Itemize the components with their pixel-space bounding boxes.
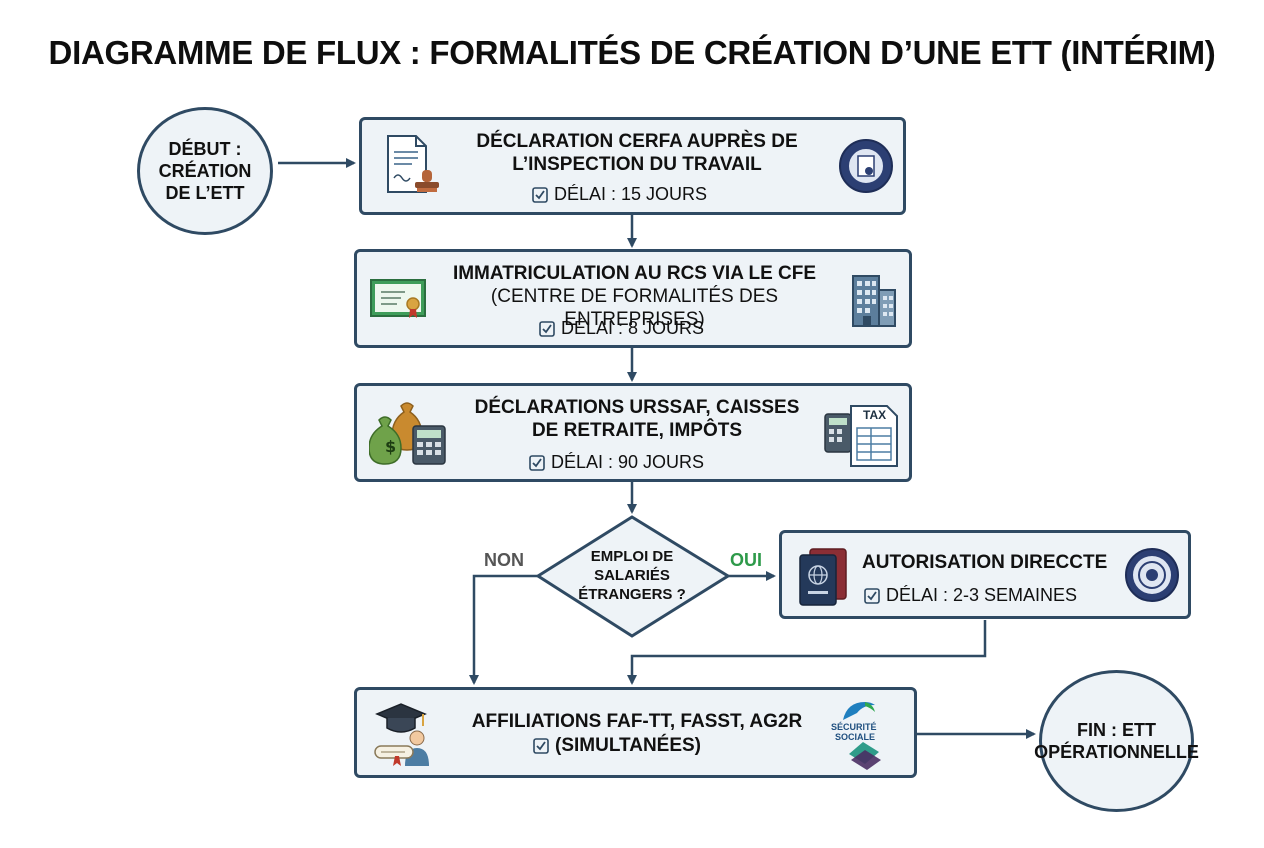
securite-sociale-logo: SÉCURITÉ SOCIALE — [831, 698, 897, 774]
step2-delay: DÉLAI : 8 JOURS — [539, 318, 704, 339]
decision-diamond — [535, 515, 731, 638]
certificate-icon — [370, 279, 426, 318]
checkbox-icon — [532, 186, 548, 203]
svg-text:$: $ — [385, 437, 396, 456]
end-node: FIN : ETT OPÉRATIONNELLE — [1034, 670, 1199, 812]
step5-subtitle: (SIMULTANÉES) — [533, 735, 701, 757]
step-direccte-authorization: AUTORISATION DIRECCTE DÉLAI : 2-3 SEMAIN… — [779, 530, 1191, 619]
step1-title: DÉCLARATION CERFA AUPRÈS DE L’INSPECTION… — [442, 130, 832, 176]
graduate-diploma-icon — [374, 703, 429, 766]
checkbox-icon — [533, 738, 549, 754]
step2-delay-text: DÉLAI : 8 JOURS — [561, 318, 705, 338]
step2-line1: IMMATRICULATION AU RCS VIA LE CFE — [452, 263, 817, 284]
step-rcs-registration: IMMATRICULATION AU RCS VIA LE CFE (CENTR… — [354, 249, 912, 348]
start-node: DÉBUT : CRÉATION DE L’ETT — [137, 107, 273, 235]
arrow-step4-to-step5 — [627, 620, 987, 685]
checkbox-icon — [529, 454, 545, 471]
logo-text-sociale: SOCIALE — [835, 732, 876, 742]
tax-label: TAX — [863, 408, 887, 422]
tax-form-icon — [824, 405, 898, 467]
decision-line3: ÉTRANGERS ? — [578, 586, 686, 603]
step3-title: DÉCLARATIONS URSSAF, CAISSES DE RETRAITE… — [457, 396, 817, 442]
step2-line2: (CENTRE DE FORMALITÉS DES ENTREPRISES) — [490, 286, 779, 330]
start-line1: DÉBUT : — [168, 139, 242, 159]
start-line3: DE L’ETT — [165, 183, 245, 203]
building-icon — [852, 275, 896, 327]
step1-delay-text: DÉLAI : 15 JOURS — [554, 184, 708, 204]
passport-icon — [799, 548, 847, 606]
start-line2: CRÉATION — [158, 161, 252, 181]
official-seal-icon — [1125, 548, 1179, 602]
step-urssaf-declarations: $ DÉCLARATIONS URSSAF, CAISSES DE RETRAI… — [354, 383, 912, 482]
step3-delay-text: DÉLAI : 90 JOURS — [551, 452, 705, 472]
step2-title: IMMATRICULATION AU RCS VIA LE CFE (CENTR… — [427, 262, 842, 331]
step-cerfa-declaration: DÉCLARATION CERFA AUPRÈS DE L’INSPECTION… — [359, 117, 906, 215]
step5-title: AFFILIATIONS FAF-TT, FASST, AG2R — [447, 710, 827, 733]
step1-delay: DÉLAI : 15 JOURS — [532, 184, 707, 205]
branch-label-yes: OUI — [730, 550, 763, 570]
logo-text-securite: SÉCURITÉ — [831, 722, 877, 732]
arrow-decision-no — [469, 574, 538, 685]
step5-line1: AFFILIATIONS FAF-TT, FASST, AG2R — [471, 711, 803, 732]
stacked-squares-icon — [849, 742, 881, 770]
branch-label-no: NON — [484, 550, 524, 570]
step-affiliations: AFFILIATIONS FAF-TT, FASST, AG2R (SIMULT… — [354, 687, 917, 778]
step5-line2: (SIMULTANÉES) — [555, 735, 702, 756]
money-bags-calculator-icon: $ — [369, 402, 446, 465]
step4-title: AUTORISATION DIRECCTE — [862, 552, 1108, 573]
page-title: DIAGRAMME DE FLUX : FORMALITÉS DE CRÉATI… — [48, 34, 1216, 71]
checkbox-icon — [864, 587, 880, 604]
step4-delay: DÉLAI : 2-3 SEMAINES — [864, 585, 1077, 606]
certified-seal-icon — [839, 139, 893, 193]
step1-line1: DÉCLARATION CERFA AUPRÈS DE — [476, 131, 798, 152]
end-line2: OPÉRATIONNELLE — [1034, 742, 1199, 762]
step3-delay: DÉLAI : 90 JOURS — [529, 452, 704, 473]
step3-line1: DÉCLARATIONS URSSAF, CAISSES — [474, 397, 800, 418]
securite-sociale-swoosh-icon — [843, 702, 875, 720]
checkbox-icon — [539, 320, 555, 337]
decision-line1: EMPLOI DE — [590, 548, 674, 565]
decision-text: EMPLOI DE SALARIÉS ÉTRANGERS ? — [572, 547, 692, 604]
document-stamp-icon — [387, 135, 439, 193]
end-line1: FIN : ETT — [1077, 720, 1156, 740]
step4-delay-text: DÉLAI : 2-3 SEMAINES — [886, 585, 1078, 605]
step1-line2: L’INSPECTION DU TRAVAIL — [512, 154, 762, 175]
decision-line2: SALARIÉS — [594, 567, 670, 584]
step3-line2: DE RETRAITE, IMPÔTS — [531, 420, 743, 441]
